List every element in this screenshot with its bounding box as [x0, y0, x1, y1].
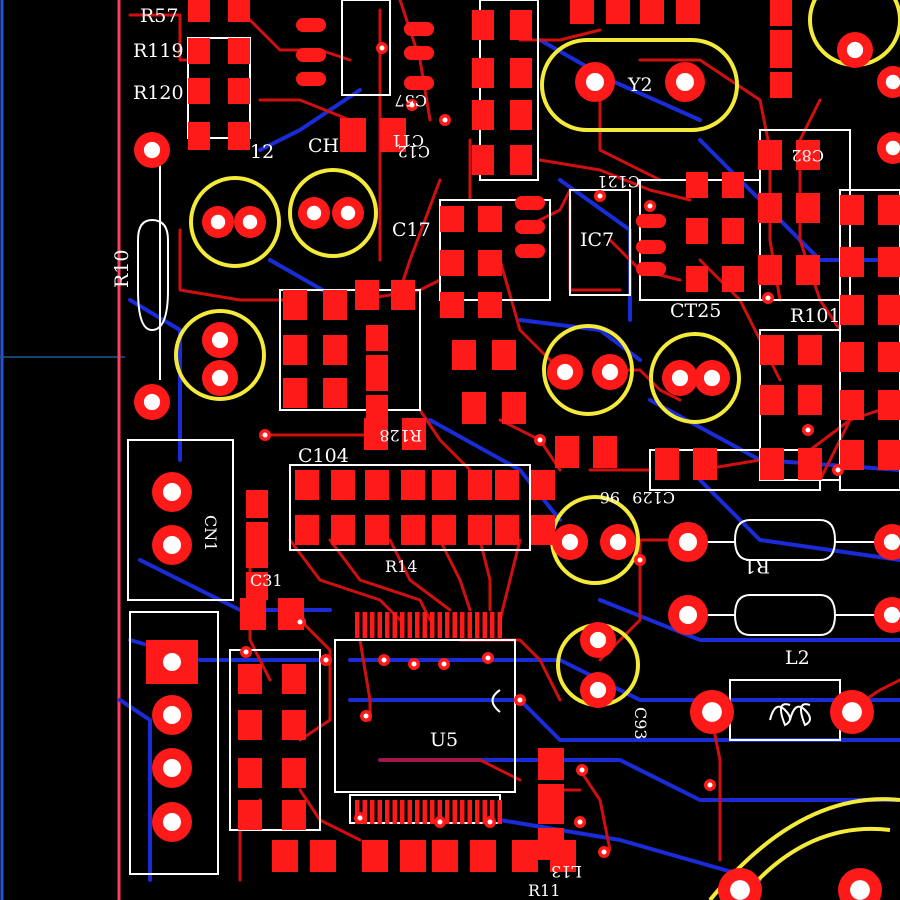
label-l2: L2: [785, 647, 810, 669]
label-cn1: CN1: [201, 515, 220, 551]
label-y2: Y2: [627, 74, 653, 96]
through-hole-pads: [134, 32, 900, 900]
ic-pins: [355, 612, 502, 824]
label-r128: R128: [379, 426, 422, 445]
silkscreen-labels: R57 R119 R120 12 R10 CH C17 C57 C11 C12 …: [111, 5, 841, 900]
smd-pads: [188, 0, 900, 872]
label-c57: C57: [394, 91, 427, 110]
label-r1: R1: [744, 555, 770, 577]
label-u5: U5: [430, 729, 458, 751]
label-c129: C129: [632, 488, 675, 507]
label-c12: C12: [397, 142, 430, 161]
label-r120: R120: [133, 82, 184, 104]
label-ic7: IC7: [580, 229, 614, 251]
label-c121: C121: [597, 172, 640, 191]
label-r10: R10: [111, 250, 133, 288]
label-ch: CH: [308, 135, 339, 157]
label-ct96: 96: [600, 488, 620, 507]
label-c93: C93: [631, 707, 650, 740]
label-r14: R14: [385, 557, 417, 576]
left-side-panel: [0, 0, 118, 900]
label-r11: R11: [528, 881, 560, 900]
label-r101: R101: [790, 305, 841, 327]
label-r57: R57: [140, 5, 178, 27]
label-c104: C104: [298, 445, 349, 467]
label-c17: C17: [392, 219, 431, 241]
label-l13: L13: [551, 862, 582, 881]
vias: [240, 42, 844, 858]
label-r12: 12: [250, 141, 274, 163]
label-c31: C31: [250, 571, 283, 590]
label-ct25: CT25: [670, 300, 721, 322]
label-r119: R119: [133, 40, 184, 62]
label-c82: C82: [791, 146, 824, 165]
label-c11: C11: [391, 131, 424, 150]
